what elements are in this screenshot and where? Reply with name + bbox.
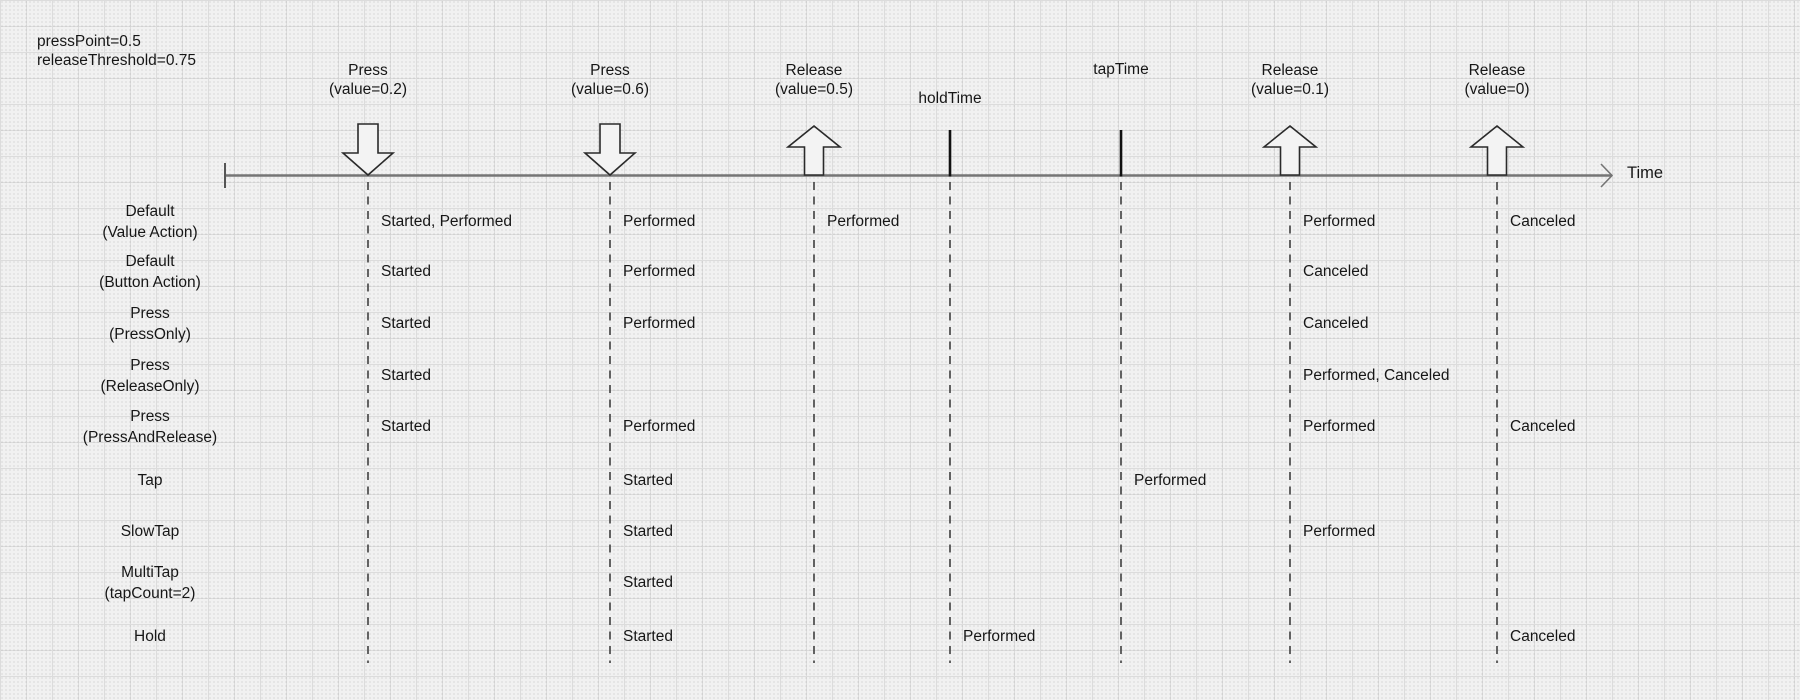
event-label-line: Release bbox=[785, 62, 843, 79]
phase-cell-tap-press-value-0-6: Started bbox=[623, 472, 673, 489]
threshold-note: pressPoint=0.5 releaseThreshold=0.75 bbox=[37, 32, 196, 70]
phase-cell-slowtap-release-value-0-1: Performed bbox=[1303, 523, 1376, 540]
row-label-multitap-tapcount-2: MultiTap (tapCount=2) bbox=[20, 562, 280, 605]
row-label-press-releaseonly: Press (ReleaseOnly) bbox=[20, 355, 280, 398]
phase-cell-default-value-action-press-value-0-2: Started, Performed bbox=[381, 213, 512, 230]
phase-cell-hold-release-value-0: Canceled bbox=[1510, 628, 1576, 645]
press-down-arrow-icon bbox=[340, 123, 396, 177]
row-label-default-value-action: Default (Value Action) bbox=[20, 201, 280, 244]
row-label-line: (ReleaseOnly) bbox=[100, 378, 200, 395]
event-label-line: (value=0.1) bbox=[1251, 81, 1329, 98]
event-label-line: holdTime bbox=[918, 90, 982, 107]
row-label-line: SlowTap bbox=[120, 523, 180, 541]
phase-cell-multitap-tapcount-2-press-value-0-6: Started bbox=[623, 574, 673, 591]
phase-cell-slowtap-press-value-0-6: Started bbox=[623, 523, 673, 540]
phase-cell-tap-tapTime: Performed bbox=[1134, 472, 1207, 489]
time-axis-arrowhead-icon bbox=[1600, 163, 1614, 188]
phase-cell-default-value-action-press-value-0-6: Performed bbox=[623, 213, 696, 230]
event-label-line: Press bbox=[590, 62, 630, 79]
row-label-line: (tapCount=2) bbox=[104, 585, 196, 602]
event-label-line: tapTime bbox=[1093, 61, 1149, 78]
row-label-tap: Tap bbox=[20, 470, 280, 492]
row-label-line: Press bbox=[130, 304, 170, 322]
phase-cell-press-pressandrelease-press-value-0-6: Performed bbox=[623, 418, 696, 435]
event-label-tapTime: tapTime bbox=[1093, 60, 1148, 79]
phase-cell-press-releaseonly-press-value-0-2: Started bbox=[381, 367, 431, 384]
row-label-line: (PressAndRelease) bbox=[82, 429, 218, 446]
row-label-hold: Hold bbox=[20, 626, 280, 648]
event-label-line: (value=0.5) bbox=[775, 81, 853, 98]
event-label-release-value-0-1: Release (value=0.1) bbox=[1251, 61, 1329, 99]
phase-cell-press-pressonly-release-value-0-1: Canceled bbox=[1303, 315, 1369, 332]
time-axis-label: Time bbox=[1627, 164, 1664, 182]
event-label-line: Release bbox=[1261, 62, 1319, 79]
row-label-slowtap: SlowTap bbox=[20, 521, 280, 543]
releasethreshold-note-line: releaseThreshold=0.75 bbox=[37, 52, 196, 69]
row-label-line: Default bbox=[125, 202, 175, 220]
phase-cell-default-value-action-release-value-0-5: Performed bbox=[827, 213, 900, 230]
presspoint-note-line: pressPoint=0.5 bbox=[37, 33, 141, 50]
phase-cell-press-pressandrelease-release-value-0-1: Performed bbox=[1303, 418, 1376, 435]
phase-cell-hold-holdTime: Performed bbox=[963, 628, 1036, 645]
event-label-line: (value=0.6) bbox=[571, 81, 649, 98]
phase-cell-press-pressonly-press-value-0-2: Started bbox=[381, 315, 431, 332]
event-label-press-value-0-2: Press (value=0.2) bbox=[329, 61, 407, 99]
row-label-line: Default bbox=[125, 252, 175, 270]
phase-cell-press-pressonly-press-value-0-6: Performed bbox=[623, 315, 696, 332]
row-label-line: (PressOnly) bbox=[109, 326, 191, 343]
row-label-line: (Button Action) bbox=[99, 274, 201, 291]
row-label-line: (Value Action) bbox=[102, 224, 198, 241]
release-up-arrow-icon bbox=[1468, 124, 1526, 176]
phase-cell-default-value-action-release-value-0-1: Performed bbox=[1303, 213, 1376, 230]
release-up-arrow-icon bbox=[1261, 124, 1319, 176]
release-up-arrow-icon bbox=[785, 124, 843, 176]
row-label-line: MultiTap bbox=[121, 563, 179, 581]
phase-cell-default-button-action-press-value-0-6: Performed bbox=[623, 263, 696, 280]
event-label-release-value-0: Release (value=0) bbox=[1464, 61, 1529, 99]
phase-cell-default-button-action-press-value-0-2: Started bbox=[381, 263, 431, 280]
row-label-press-pressandrelease: Press (PressAndRelease) bbox=[20, 406, 280, 449]
row-label-line: Hold bbox=[134, 628, 166, 646]
row-label-line: Press bbox=[130, 407, 170, 425]
event-label-line: Release bbox=[1468, 62, 1526, 79]
event-label-holdTime: holdTime bbox=[918, 89, 981, 108]
phase-cell-hold-press-value-0-6: Started bbox=[623, 628, 673, 645]
row-label-line: Press bbox=[130, 356, 170, 374]
row-label-press-pressonly: Press (PressOnly) bbox=[20, 303, 280, 346]
event-label-release-value-0-5: Release (value=0.5) bbox=[775, 61, 853, 99]
phase-cell-default-button-action-release-value-0-1: Canceled bbox=[1303, 263, 1369, 280]
phase-cell-default-value-action-release-value-0: Canceled bbox=[1510, 213, 1576, 230]
event-label-press-value-0-6: Press (value=0.6) bbox=[571, 61, 649, 99]
phase-cell-press-pressandrelease-release-value-0: Canceled bbox=[1510, 418, 1576, 435]
event-label-line: (value=0) bbox=[1464, 81, 1530, 98]
phase-cell-press-releaseonly-release-value-0-1: Performed, Canceled bbox=[1303, 367, 1450, 384]
event-label-line: Press bbox=[348, 62, 388, 79]
row-label-line: Tap bbox=[137, 472, 163, 490]
row-label-default-button-action: Default (Button Action) bbox=[20, 251, 280, 294]
press-down-arrow-icon bbox=[582, 123, 638, 177]
phase-cell-press-pressandrelease-press-value-0-2: Started bbox=[381, 418, 431, 435]
event-label-line: (value=0.2) bbox=[329, 81, 407, 98]
